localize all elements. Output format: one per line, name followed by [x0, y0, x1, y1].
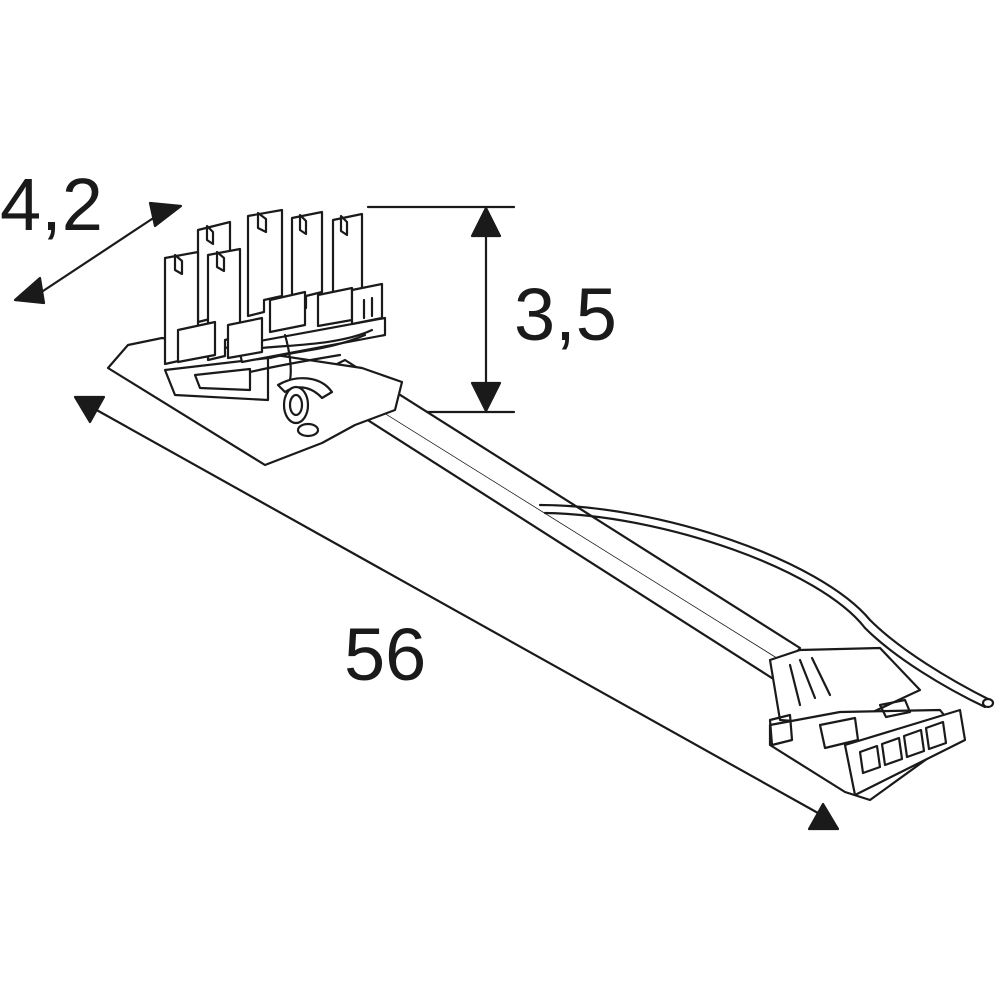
internal-wires [248, 328, 374, 382]
cable-clamp [276, 377, 334, 425]
thin-wire [538, 503, 995, 709]
dimension-height [366, 205, 516, 414]
end-connector [768, 646, 967, 802]
length-dimension-label: 56 [344, 613, 427, 696]
dimension-width [13, 201, 183, 305]
dimension-length [73, 395, 840, 831]
width-dimension-label: 4,2 [0, 163, 103, 246]
height-dimension-label: 3,5 [514, 273, 617, 356]
terminal-pins [163, 208, 384, 366]
